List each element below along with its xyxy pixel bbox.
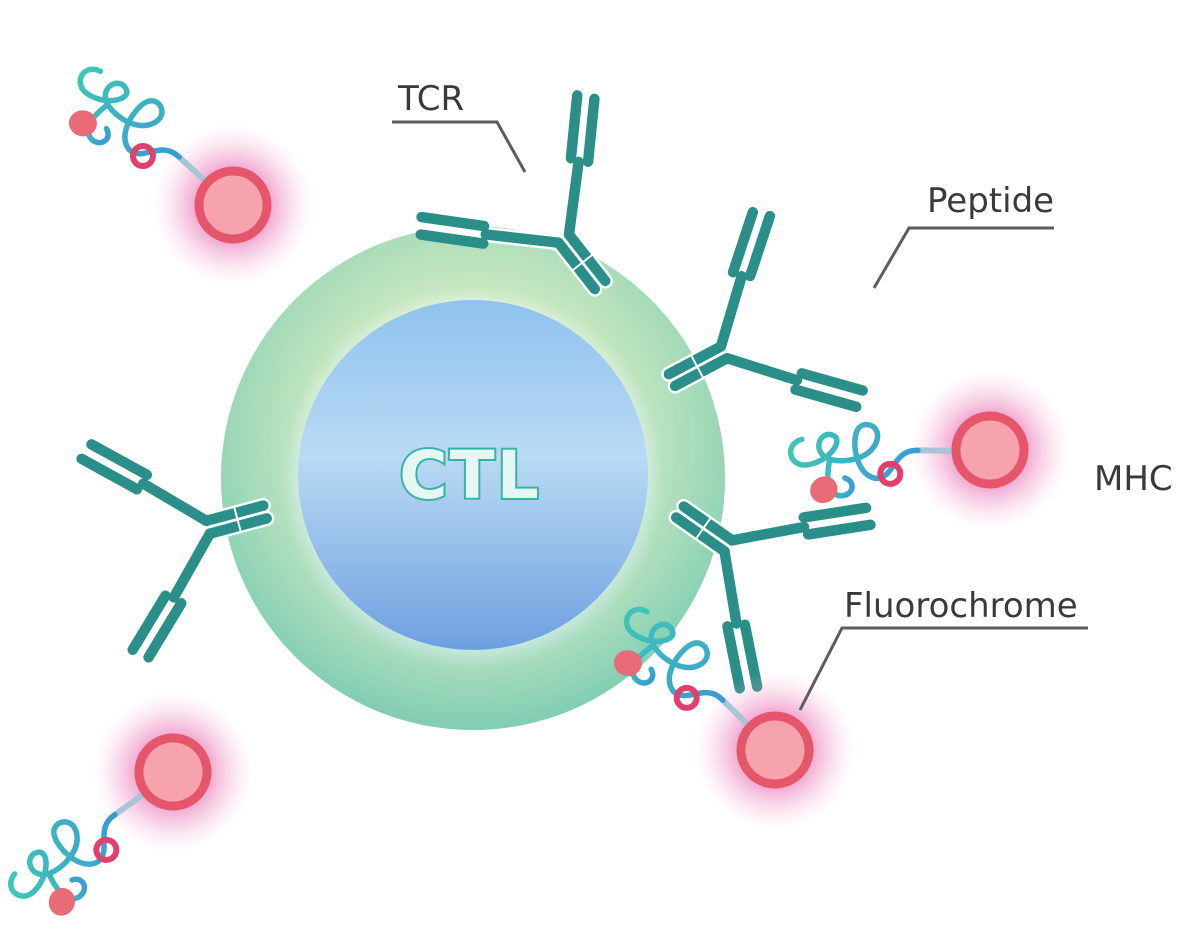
ctl-cell: CTL bbox=[221, 226, 725, 730]
tcr-leader-line bbox=[392, 120, 527, 173]
peptide-leader-line bbox=[872, 226, 1054, 289]
fluorochrome-leader-line bbox=[798, 626, 1088, 711]
annotations: TCR Peptide MHC Fluorochrome bbox=[392, 79, 1173, 711]
mhc-unit-top-left bbox=[50, 67, 329, 295]
mhc-unit-right bbox=[781, 310, 1101, 614]
tcr-label: TCR bbox=[397, 79, 464, 119]
mhc-unit-left-bottom bbox=[5, 657, 275, 937]
fluorochrome-label: Fluorochrome bbox=[844, 586, 1078, 626]
peptide-label: Peptide bbox=[927, 181, 1054, 221]
cell-label: CTL bbox=[399, 437, 541, 514]
cell-nucleus bbox=[298, 300, 648, 650]
mhc-label: MHC bbox=[1094, 459, 1173, 499]
